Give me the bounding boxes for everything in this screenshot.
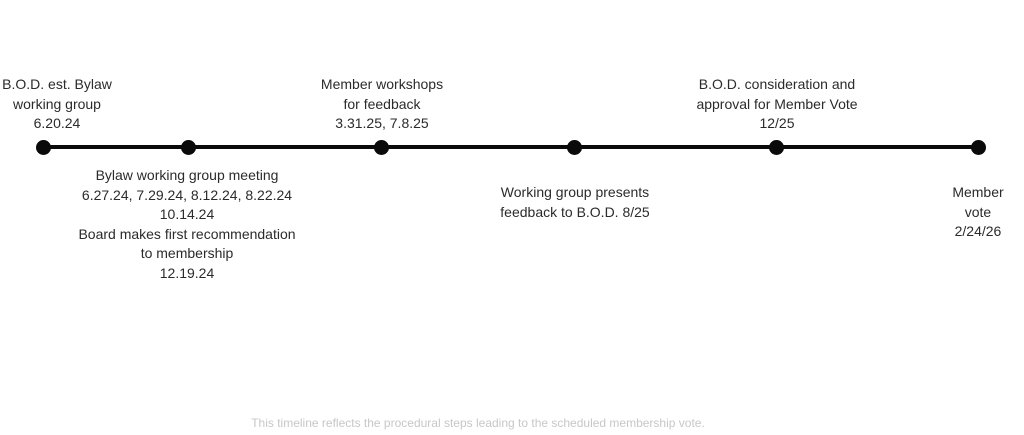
event-label-working-group-presents-feedback: Working group presents feedback to B.O.D… [500, 184, 650, 220]
event-label-member-vote: Member vote 2/24/26 [952, 184, 1004, 239]
event-label-member-workshops: Member workshops for feedback 3.31.25, 7… [320, 76, 444, 131]
event-label-working-group-meetings: Bylaw working group meeting 6.27.24, 7.2… [78, 167, 296, 281]
timeline-dot-working-group-meetings [180, 139, 196, 155]
timeline-dot-member-vote [970, 139, 986, 155]
timeline-dot-bod-consideration-approval [768, 139, 784, 155]
timeline-footnote: This timeline reflects the procedural st… [251, 416, 705, 430]
event-label-bod-consideration-approval: B.O.D. consideration and approval for Me… [696, 76, 858, 131]
timeline-dot-working-group-presents-feedback [566, 139, 582, 155]
timeline-dot-member-workshops [373, 139, 389, 155]
timeline-dot-bod-establishes-working-group [35, 139, 51, 155]
event-label-bod-establishes-working-group: B.O.D. est. Bylaw working group 6.20.24 [2, 76, 112, 131]
timeline-line [43, 145, 978, 149]
